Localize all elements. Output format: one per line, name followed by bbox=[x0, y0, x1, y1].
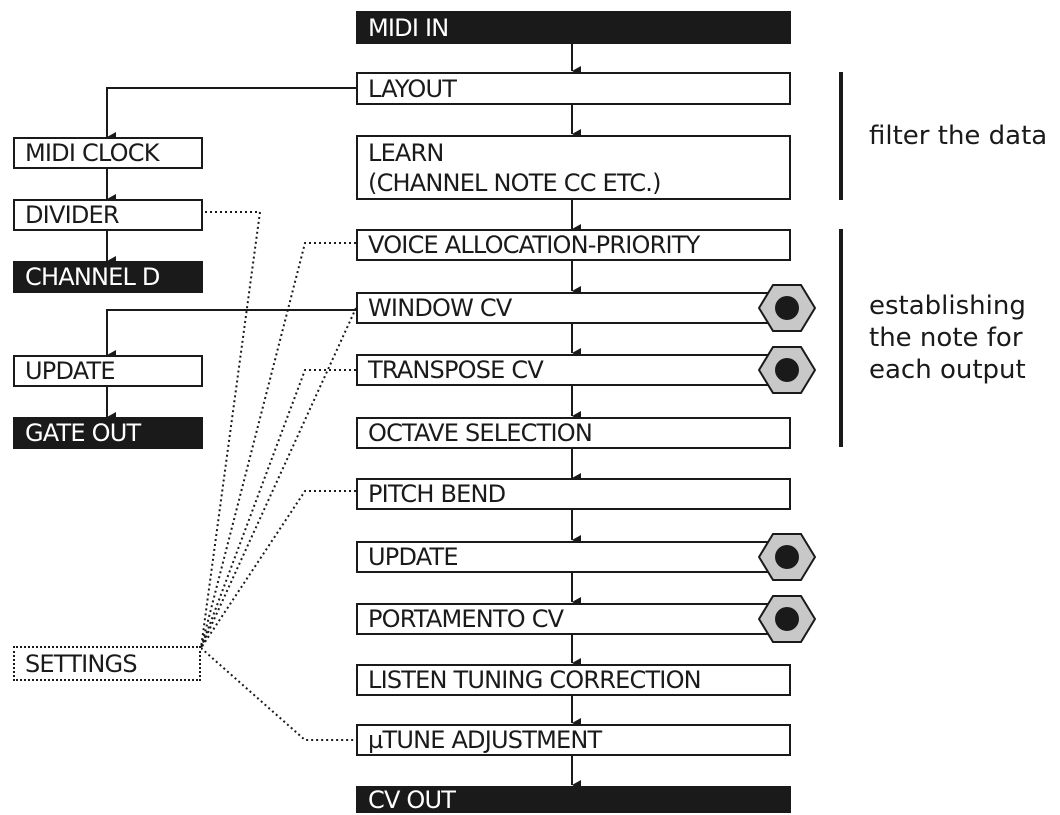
midi-clock-label: MIDI CLOCK bbox=[25, 139, 159, 167]
gate-out-box: GATE OUT bbox=[13, 417, 203, 449]
gate-out-label: GATE OUT bbox=[25, 419, 141, 447]
layout-box: LAYOUT bbox=[356, 72, 791, 105]
establish-note-line3: each output bbox=[869, 355, 1026, 385]
channel-d-label: CHANNEL D bbox=[25, 263, 160, 291]
layout-label: LAYOUT bbox=[368, 74, 457, 103]
filter-note-text: filter the data bbox=[869, 121, 1048, 151]
update-jack-icon bbox=[758, 533, 816, 581]
window-cv-box: WINDOW CV bbox=[356, 292, 791, 324]
octave-selection-label: OCTAVE SELECTION bbox=[368, 419, 593, 447]
channel-d-box: CHANNEL D bbox=[13, 261, 203, 293]
divider-box: DIVIDER bbox=[13, 199, 203, 231]
cv-out-label: CV OUT bbox=[368, 785, 456, 814]
divider-label: DIVIDER bbox=[25, 201, 120, 229]
update-label: UPDATE bbox=[368, 543, 458, 571]
establish-note-line2: the note for bbox=[869, 323, 1023, 353]
pitch-bend-box: PITCH BEND bbox=[356, 478, 791, 510]
filter-note: filter the data bbox=[869, 120, 1047, 152]
window-cv-label: WINDOW CV bbox=[368, 294, 512, 322]
portamento-cv-jack-icon bbox=[758, 595, 816, 643]
settings-dotted-links bbox=[200, 211, 357, 741]
update-box: UPDATE bbox=[356, 541, 791, 573]
midi-clock-box: MIDI CLOCK bbox=[13, 137, 203, 169]
establish-note: establishing the note for each output bbox=[869, 290, 1026, 386]
settings-label: SETTINGS bbox=[25, 649, 138, 678]
portamento-cv-box: PORTAMENTO CV bbox=[356, 603, 791, 635]
side-update-box: UPDATE bbox=[13, 355, 203, 387]
mutune-adjustment-label: µTUNE ADJUSTMENT bbox=[368, 726, 602, 754]
learn-box: LEARN (CHANNEL NOTE CC ETC.) bbox=[356, 135, 791, 200]
window-cv-jack-icon bbox=[758, 284, 816, 332]
filter-bracket bbox=[839, 72, 843, 200]
octave-selection-box: OCTAVE SELECTION bbox=[356, 417, 791, 449]
cv-out-box: CV OUT bbox=[356, 785, 791, 814]
learn-label: LEARN bbox=[368, 138, 444, 167]
listen-tuning-box: LISTEN TUNING CORRECTION bbox=[356, 664, 791, 696]
portamento-cv-label: PORTAMENTO CV bbox=[368, 605, 564, 633]
voice-allocation-box: VOICE ALLOCATION-PRIORITY bbox=[356, 229, 791, 261]
establish-bracket bbox=[839, 229, 843, 447]
establish-note-line1: establishing bbox=[869, 291, 1026, 321]
settings-box: SETTINGS bbox=[13, 646, 201, 681]
midi-in-label: MIDI IN bbox=[368, 13, 449, 42]
transpose-cv-box: TRANSPOSE CV bbox=[356, 354, 791, 386]
listen-tuning-label: LISTEN TUNING CORRECTION bbox=[368, 666, 702, 694]
voice-allocation-label: VOICE ALLOCATION-PRIORITY bbox=[368, 231, 700, 259]
mutune-adjustment-box: µTUNE ADJUSTMENT bbox=[356, 724, 791, 756]
pitch-bend-label: PITCH BEND bbox=[368, 480, 506, 508]
learn-sub-label: (CHANNEL NOTE CC ETC.) bbox=[368, 168, 661, 197]
transpose-cv-label: TRANSPOSE CV bbox=[368, 356, 544, 384]
side-update-label: UPDATE bbox=[25, 357, 115, 385]
transpose-cv-jack-icon bbox=[758, 346, 816, 394]
midi-in-box: MIDI IN bbox=[356, 11, 791, 44]
